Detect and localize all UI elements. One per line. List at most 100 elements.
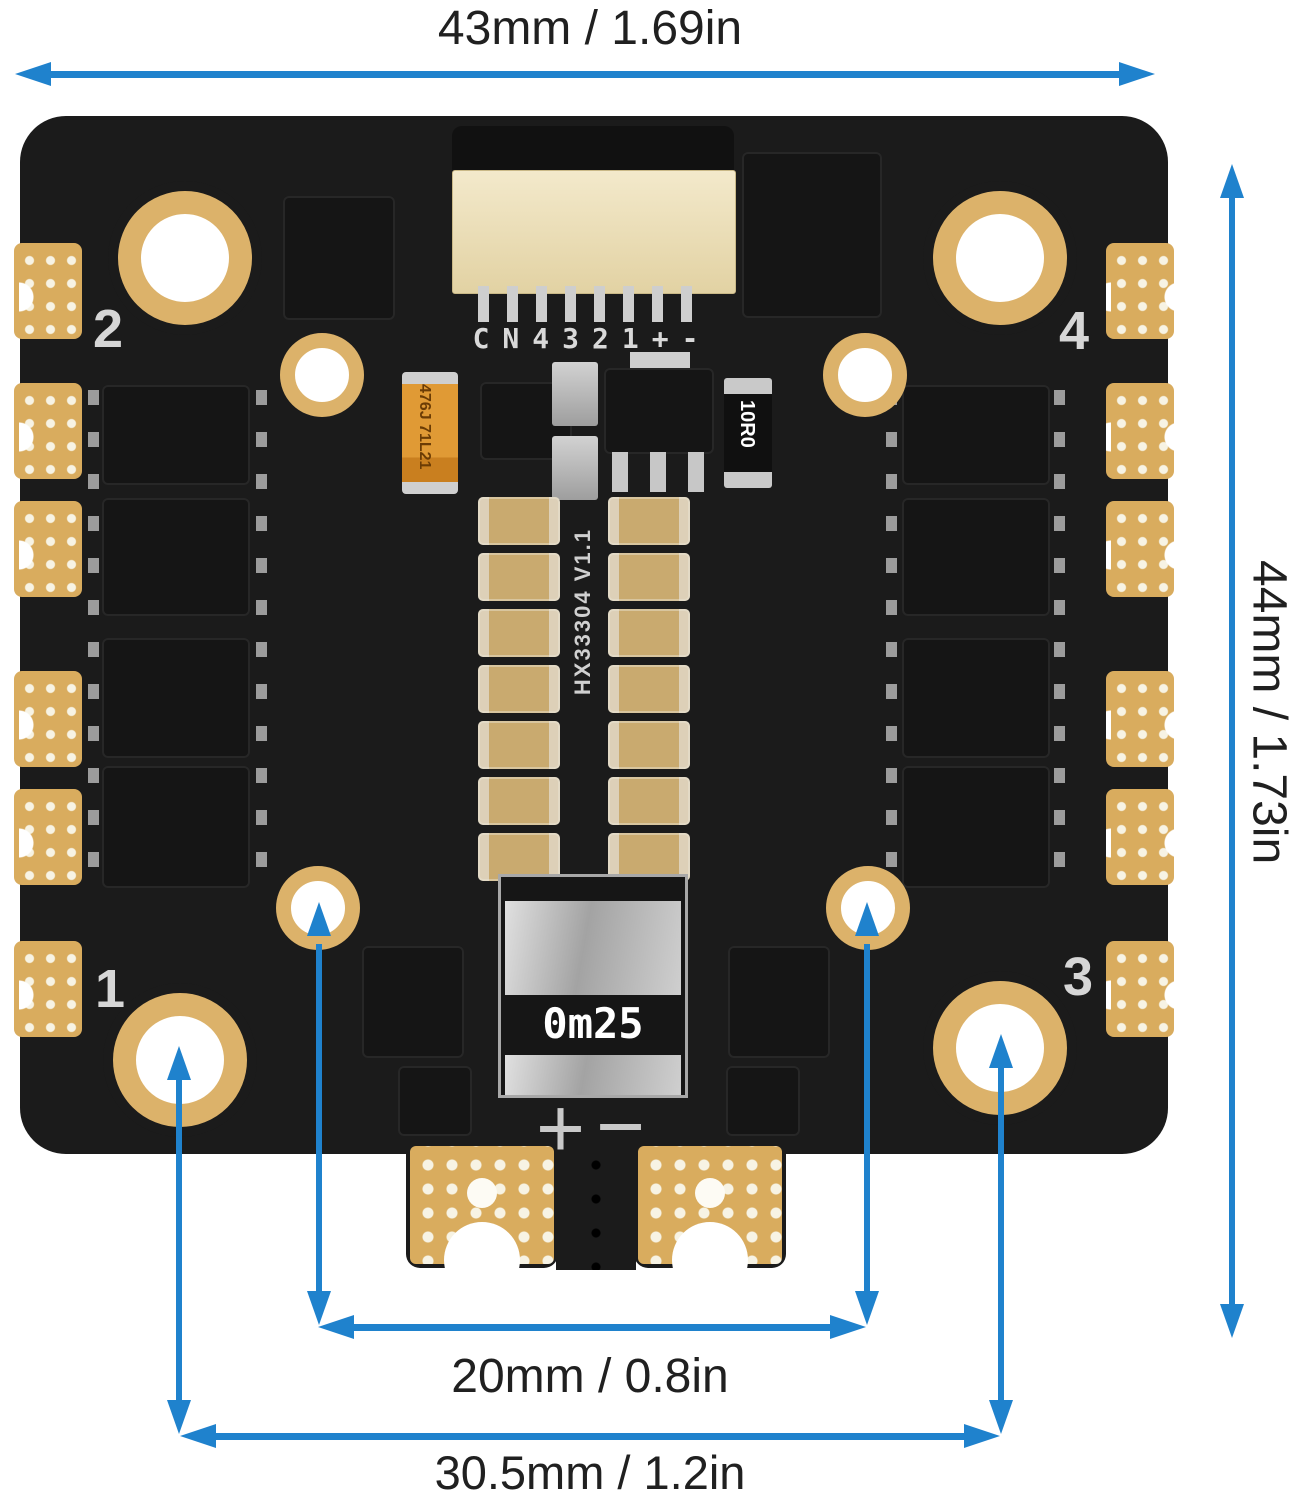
edge-pad [1106, 941, 1174, 1037]
capacitor [608, 497, 690, 545]
motor-number-2: 2 [92, 299, 124, 359]
edge-pad [14, 383, 82, 479]
voltage-regulator [604, 368, 714, 454]
capacitor [608, 665, 690, 713]
connector-cap [452, 126, 734, 172]
arrow-up-icon [855, 902, 879, 936]
mosfet [283, 196, 395, 320]
extension-line-outer-left [176, 1078, 182, 1403]
edge-pad [14, 789, 82, 885]
dimension-label-outer-holes: 30.5mm / 1.2in [434, 1446, 746, 1499]
connector-pins [478, 286, 708, 322]
edge-pad [1106, 789, 1174, 885]
dimension-line-right [1229, 196, 1235, 1306]
current-shunt: 0m25 [498, 874, 688, 1098]
extension-line-inner-left [316, 944, 322, 1294]
capacitor [478, 497, 560, 545]
capacitor [478, 833, 560, 881]
arrow-up-icon [1220, 164, 1244, 198]
mosfet [362, 946, 464, 1058]
edge-pad [14, 671, 82, 767]
edge-pad [1106, 671, 1174, 767]
capacitor [478, 665, 560, 713]
capacitor-marking: 476J 71L21 [416, 384, 433, 470]
power-pad-hole [695, 1178, 725, 1208]
motor-number-4: 4 [1058, 301, 1090, 361]
mosfet [102, 498, 250, 616]
solder-pads-strip [256, 390, 267, 890]
resistor-marking: 10R0 [736, 400, 758, 448]
edge-pad [14, 501, 82, 597]
solder-pads-strip [886, 390, 897, 890]
mosfet [102, 766, 250, 888]
mosfet [726, 1066, 800, 1136]
motor-number-3: 3 [1062, 947, 1094, 1007]
dimension-label-width: 43mm / 1.69in [437, 2, 743, 55]
dimension-label-height: 44mm / 1.73in [1242, 560, 1295, 865]
motor-number-1: 1 [94, 959, 126, 1019]
capacitor [608, 609, 690, 657]
arrow-left-icon [318, 1315, 354, 1339]
center-silkscreen: HX33304 V1.1 [570, 528, 595, 696]
arrow-up-icon [989, 1034, 1013, 1068]
ceramic-capacitor [552, 436, 598, 500]
capacitor [478, 609, 560, 657]
power-pad-notch [444, 1222, 520, 1298]
mosfet [398, 1066, 472, 1136]
arrow-right-icon [830, 1315, 866, 1339]
extension-line-outer-right [998, 1066, 1004, 1403]
power-pad-notch [672, 1222, 748, 1298]
mounting-hole-inner [280, 333, 364, 417]
shunt-resistor-small: 10R0 [724, 378, 772, 488]
solder-pads-strip [88, 390, 99, 890]
ceramic-capacitor [552, 362, 598, 426]
tantalum-capacitor: 476J 71L21 [402, 372, 458, 494]
capacitor [478, 721, 560, 769]
power-pad-hole [467, 1178, 497, 1208]
mosfet [102, 385, 250, 485]
dimension-line-outer [214, 1433, 966, 1440]
connector-body [452, 170, 736, 294]
shunt-metal-band [505, 901, 681, 995]
capacitor [608, 553, 690, 601]
connector-silkscreen: CN4321+- [472, 322, 712, 355]
capacitor [478, 553, 560, 601]
arrow-right-icon [964, 1424, 1000, 1448]
arrow-up-icon [167, 1046, 191, 1080]
arrow-left-icon [15, 62, 51, 86]
power-minus-silkscreen: − [596, 1079, 646, 1173]
edge-pad [14, 243, 82, 339]
mosfet [902, 638, 1050, 758]
dimension-line-top [50, 71, 1120, 78]
arrow-down-icon [1220, 1304, 1244, 1338]
capacitor [608, 721, 690, 769]
mosfet [728, 946, 830, 1058]
edge-pad [1106, 243, 1174, 339]
dimension-line-inner [352, 1324, 832, 1331]
edge-pad [1106, 383, 1174, 479]
regulator-leg [688, 452, 704, 492]
dimension-label-inner-holes: 20mm / 0.8in [451, 1350, 729, 1403]
shunt-marking: 0m25 [542, 999, 644, 1048]
regulator-leg [612, 452, 628, 492]
regulator-tab [630, 352, 690, 372]
mosfet [902, 766, 1050, 888]
extension-line-inner-right [864, 944, 870, 1294]
mosfet [102, 638, 250, 758]
capacitor [608, 833, 690, 881]
mounting-hole-inner [823, 333, 907, 417]
shunt-metal-band [505, 1055, 681, 1095]
edge-pad [14, 941, 82, 1037]
mosfet [902, 498, 1050, 616]
edge-pad [1106, 501, 1174, 597]
arrow-up-icon [307, 902, 331, 936]
arrow-right-icon [1119, 62, 1155, 86]
mosfet [902, 385, 1050, 485]
tab-center-strip [556, 1140, 636, 1270]
regulator-leg [650, 452, 666, 492]
power-plus-silkscreen: + [536, 1081, 586, 1175]
arrow-left-icon [180, 1424, 216, 1448]
capacitor [478, 777, 560, 825]
solder-pads-strip [1054, 390, 1065, 890]
